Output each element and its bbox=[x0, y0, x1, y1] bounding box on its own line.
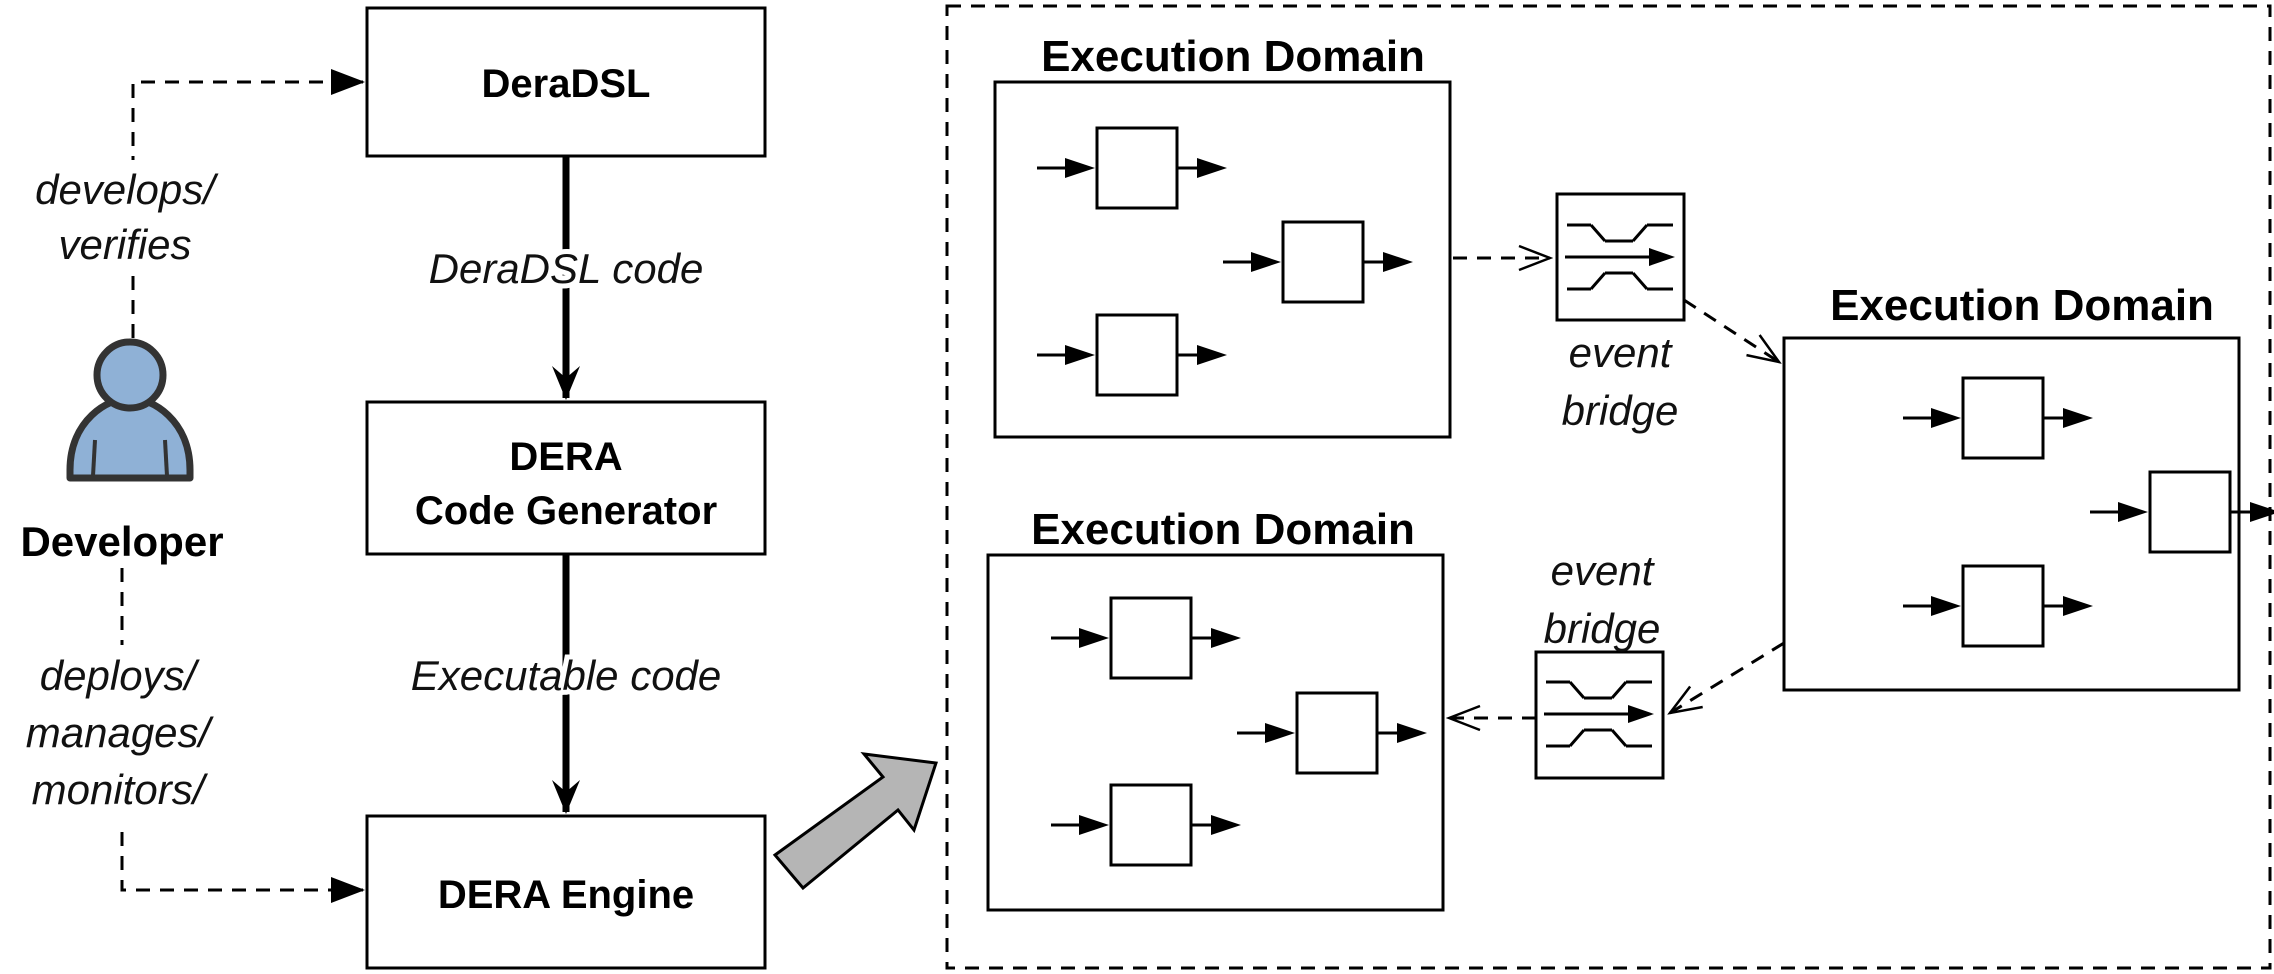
deploys-label-line2: manages/ bbox=[26, 709, 215, 756]
domain-a-title: Execution Domain bbox=[1041, 32, 1425, 81]
domain-a-box bbox=[993, 80, 1452, 439]
event-bridge-2-label-line2: bridge bbox=[1544, 605, 1661, 652]
domain-c-title: Execution Domain bbox=[1031, 505, 1415, 554]
domain-b-to-bridge-2-arrow bbox=[1670, 641, 1785, 713]
event-bridge-2-label-line1: event bbox=[1551, 547, 1656, 594]
dera-engine-label: DERA Engine bbox=[438, 873, 694, 917]
deradsl-box bbox=[365, 6, 767, 158]
develops-label-line2: verifies bbox=[58, 221, 191, 268]
event-bridge-1-label-line1: event bbox=[1569, 329, 1674, 376]
domain-b-title: Execution Domain bbox=[1830, 281, 2214, 330]
block-arrow-icon bbox=[772, 752, 938, 891]
code-generator-box bbox=[365, 400, 767, 556]
develops-label-line1: develops/ bbox=[35, 166, 219, 213]
code-generator-label-line1: DERA bbox=[509, 435, 622, 479]
deradsl-label: DeraDSL bbox=[482, 62, 651, 106]
bridge-1-to-domain-b-arrow bbox=[1683, 298, 1779, 362]
person-icon bbox=[66, 338, 194, 482]
dera-engine-box bbox=[365, 814, 767, 970]
runtime-container bbox=[945, 4, 2272, 970]
developer-label: Developer bbox=[20, 518, 223, 565]
deradsl-code-label: DeraDSL code bbox=[429, 245, 704, 292]
executable-code-label: Executable code bbox=[411, 652, 722, 699]
deploys-label-line3: monitors/ bbox=[32, 766, 209, 813]
event-bridge-1-label-line2: bridge bbox=[1562, 387, 1679, 434]
deploys-label-line1: deploys/ bbox=[40, 652, 201, 699]
code-generator-label-line2: Code Generator bbox=[415, 489, 717, 533]
